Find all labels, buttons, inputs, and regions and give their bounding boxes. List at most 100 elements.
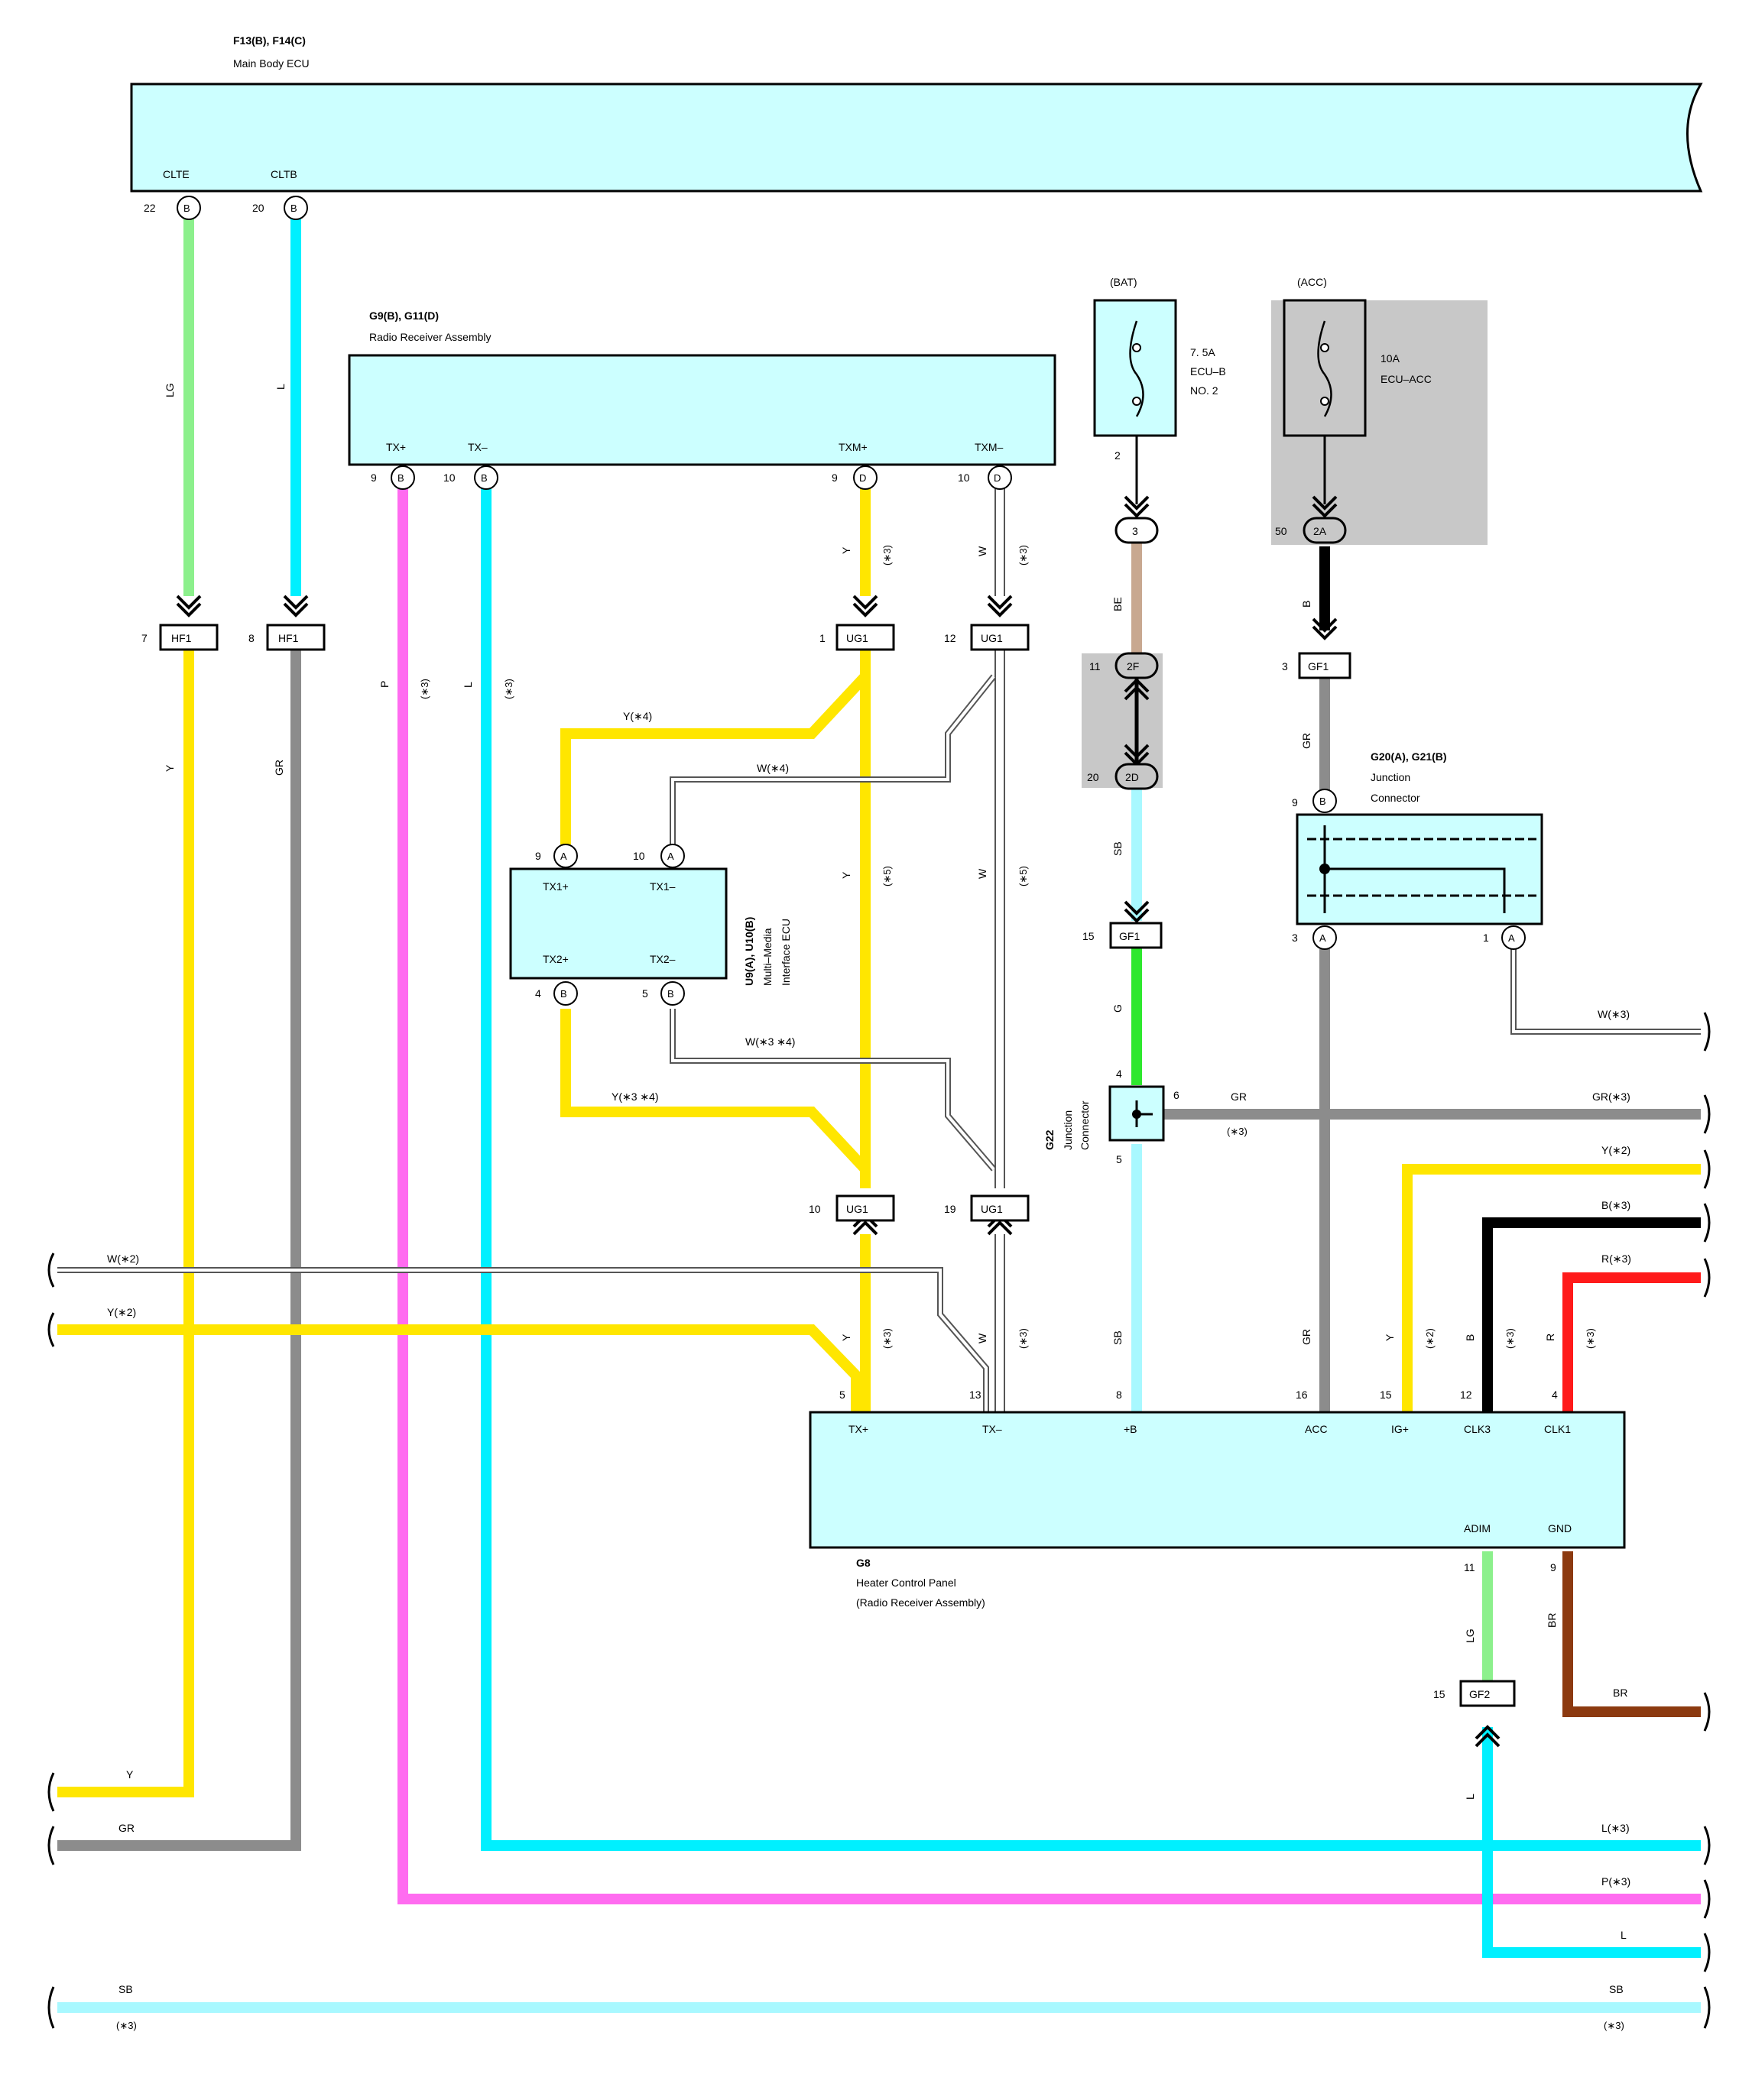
label-s3: (∗3) xyxy=(1017,1328,1029,1349)
label-y3: Y xyxy=(840,871,852,879)
hp-pin-clk3: CLK3 xyxy=(1464,1423,1491,1435)
main-body-ecu: F13(B), F14(C) Main Body ECU CLTE CLTB xyxy=(130,34,1703,193)
g20-name1: Junction xyxy=(1371,771,1410,783)
hf1-a-num: 7 xyxy=(141,632,148,644)
pin-label-clte: CLTE xyxy=(163,168,190,180)
label-p3-wire: P(∗3) xyxy=(1601,1875,1630,1888)
label-gr-bottom: GR xyxy=(118,1822,135,1834)
c2f-id: 2F xyxy=(1127,660,1139,672)
label-s3: (∗3) xyxy=(1017,545,1029,566)
mm-pin-5: 5 xyxy=(642,987,648,1000)
hp-num-5: 5 xyxy=(839,1389,845,1401)
label-s3: (∗3) xyxy=(419,679,430,699)
main-body-ecu-name: Main Body ECU xyxy=(233,57,310,70)
ug1-d-num: 19 xyxy=(944,1203,956,1215)
junction-connector-g20: G20(A), G21(B) Junction Connector 9 3 1 xyxy=(1292,750,1543,944)
pin-letter: B xyxy=(1319,796,1326,807)
ug1-c-num: 10 xyxy=(809,1203,821,1215)
pin-letter: A xyxy=(1508,932,1515,944)
c2d-id: 2D xyxy=(1125,771,1139,783)
hf1-b-num: 8 xyxy=(248,632,255,644)
label-s2: (∗2) xyxy=(1424,1328,1436,1349)
g22-ref: G22 xyxy=(1043,1129,1056,1150)
ug1-b-id: UG1 xyxy=(981,632,1003,644)
label-l2: L xyxy=(462,682,474,688)
gf2-id: GF2 xyxy=(1469,1688,1490,1700)
label-r3-wire: R(∗3) xyxy=(1601,1253,1631,1265)
hp-pin-adim: ADIM xyxy=(1464,1522,1491,1534)
label-gr2: GR xyxy=(1300,733,1312,749)
pin-label-tx-minus: TX– xyxy=(468,441,488,453)
hp-name2: (Radio Receiver Assembly) xyxy=(856,1596,985,1609)
rr-pin-10: 10 xyxy=(443,472,456,484)
label-sb-s3-left: (∗3) xyxy=(116,2020,137,2031)
pin-label-cltb: CLTB xyxy=(271,168,297,180)
pin-label-tx1-plus: TX1+ xyxy=(543,880,569,893)
label-w3: W xyxy=(976,1333,988,1343)
pin-label-tx2-plus: TX2+ xyxy=(543,953,569,965)
mm-pin-10: 10 xyxy=(633,850,645,862)
label-s5: (∗5) xyxy=(1017,866,1029,886)
label-gr3-wire: GR(∗3) xyxy=(1592,1091,1630,1103)
label-y2-wire: Y(∗2) xyxy=(1601,1144,1630,1156)
wire-break-symbols xyxy=(47,1012,1711,2029)
hp-ref: G8 xyxy=(856,1557,871,1569)
ug1-b-num: 12 xyxy=(944,632,956,644)
pin-letter: A xyxy=(560,851,567,862)
label-s3: (∗3) xyxy=(881,1328,893,1349)
hp-num-9: 9 xyxy=(1550,1561,1556,1573)
c2a-num: 50 xyxy=(1275,525,1287,537)
fuse-bat-rating: 7. 5A xyxy=(1190,346,1215,358)
label-l: L xyxy=(274,384,287,390)
pin-letter: A xyxy=(667,851,674,862)
pin-letter: B xyxy=(183,203,190,214)
g22-name1: Junction xyxy=(1062,1110,1074,1150)
label-gr-wire: GR xyxy=(1231,1091,1247,1103)
hp-num-12: 12 xyxy=(1460,1389,1472,1401)
hp-num-15: 15 xyxy=(1380,1389,1392,1401)
fuse-acc-source: (ACC) xyxy=(1297,276,1327,288)
junction-connector-g22: 4 6 5 G22 Junction Connector xyxy=(1043,1068,1179,1165)
pin-letter: B xyxy=(481,472,488,484)
pin-letter: A xyxy=(1319,932,1326,944)
hp-pin-plus-b: +B xyxy=(1124,1423,1137,1435)
label-sb-left: SB xyxy=(118,1983,133,1995)
hp-pin-ig-plus: IG+ xyxy=(1391,1423,1409,1435)
c2d-num: 20 xyxy=(1087,771,1099,783)
label-lg2: LG xyxy=(1464,1628,1476,1643)
label-lg: LG xyxy=(164,383,176,397)
hp-num-13: 13 xyxy=(969,1389,981,1401)
gf1-b-num: 15 xyxy=(1082,930,1095,942)
label-be: BE xyxy=(1111,597,1124,611)
hp-pin-tx-plus: TX+ xyxy=(848,1423,868,1435)
mm-ecu-name2: Interface ECU xyxy=(780,919,792,986)
label-y: Y xyxy=(164,764,176,772)
rr-pin-9: 9 xyxy=(371,472,377,484)
label-s5: (∗5) xyxy=(881,866,893,886)
pin-circles: B 22 B 20 B 9 B 10 D 9 D 10 A 9 A 10 B 4… xyxy=(144,196,1526,1006)
g20-pin-1: 1 xyxy=(1483,932,1489,944)
ug1-d-id: UG1 xyxy=(981,1203,1003,1215)
label-g: G xyxy=(1111,1004,1124,1013)
hp-pin-clk1: CLK1 xyxy=(1544,1423,1571,1435)
ecu-pin-20: 20 xyxy=(252,202,264,214)
fuse-ecu-acc: (ACC) 10A ECU–ACC xyxy=(1271,276,1488,545)
g20-name2: Connector xyxy=(1371,792,1420,804)
g22-pin-4: 4 xyxy=(1116,1068,1122,1080)
rr-pin-10b: 10 xyxy=(958,472,970,484)
label-gr3: GR xyxy=(1300,1329,1312,1345)
hp-num-4: 4 xyxy=(1552,1389,1558,1401)
g22-pin-5: 5 xyxy=(1116,1153,1122,1165)
label-l-wire: L xyxy=(1621,1929,1627,1941)
ug1-a-id: UG1 xyxy=(846,632,868,644)
hp-num-8: 8 xyxy=(1116,1389,1122,1401)
hf1-b-id: HF1 xyxy=(278,632,299,644)
label-sb-s3-right: (∗3) xyxy=(1604,2020,1624,2031)
label-y34-wire: Y(∗3 ∗4) xyxy=(612,1091,659,1103)
hp-pin-tx-minus: TX– xyxy=(982,1423,1002,1435)
g20-pin-3: 3 xyxy=(1292,932,1298,944)
g20-pin-9: 9 xyxy=(1292,796,1298,809)
pin-label-tx-plus: TX+ xyxy=(386,441,406,453)
radio-receiver-assembly: G9(B), G11(D) Radio Receiver Assembly TX… xyxy=(348,309,1056,466)
